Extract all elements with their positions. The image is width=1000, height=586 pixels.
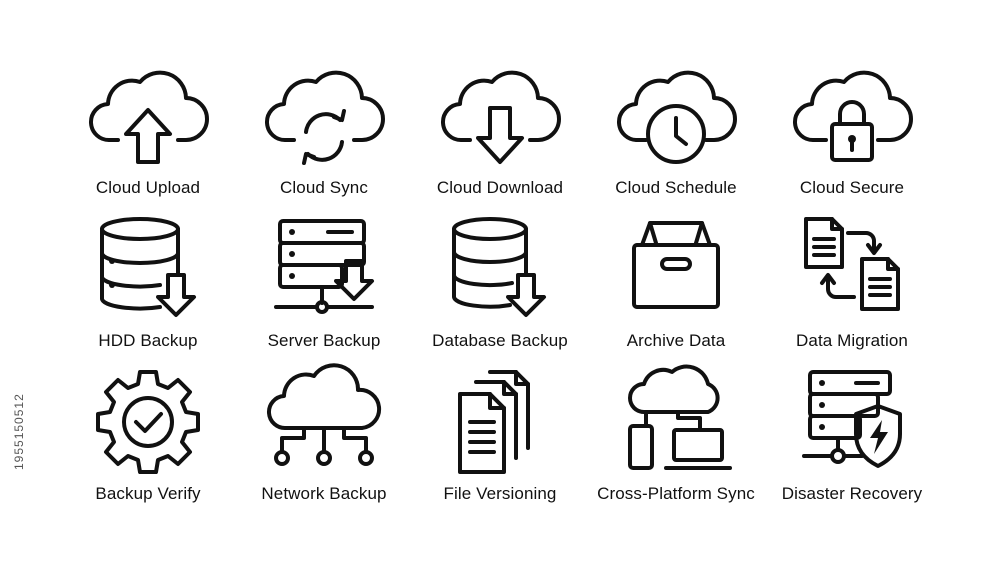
icon-tile-file-versioning: File Versioning — [412, 368, 588, 532]
archive-data-icon — [616, 215, 736, 325]
icon-tile-network-backup: Network Backup — [236, 363, 412, 532]
icon-tile-data-migration: Data Migration — [764, 215, 940, 368]
icon-label: Disaster Recovery — [781, 484, 923, 503]
icon-tile-cloud-sync: Cloud Sync — [236, 62, 412, 215]
icon-label: Cross-Platform Sync — [597, 484, 755, 503]
icon-tile-cloud-secure: Cloud Secure — [764, 62, 940, 215]
icon-tile-cloud-upload: Cloud Upload — [60, 62, 236, 215]
cloud-download-icon — [440, 62, 561, 172]
file-versioning-icon — [440, 368, 560, 478]
cloud-upload-icon — [88, 62, 209, 172]
icon-tile-hdd-backup: HDD Backup — [60, 215, 236, 368]
icon-tile-cloud-download: Cloud Download — [412, 62, 588, 215]
icon-label: Server Backup — [267, 331, 381, 350]
icon-label: Data Migration — [796, 331, 908, 350]
icon-label: Cloud Upload — [95, 178, 201, 197]
icon-label: File Versioning — [443, 484, 557, 503]
icon-tile-cloud-schedule: Cloud Schedule — [588, 62, 764, 215]
icon-tile-database-backup: Database Backup — [412, 215, 588, 368]
network-backup-icon — [264, 363, 384, 478]
icon-label: HDD Backup — [98, 331, 198, 350]
icon-tile-archive-data: Archive Data — [588, 215, 764, 368]
icon-label: Database Backup — [432, 331, 568, 350]
cloud-secure-icon — [792, 62, 913, 172]
server-backup-icon — [264, 215, 384, 325]
icon-grid: Cloud Upload Cloud Sync Cloud Download — [60, 62, 940, 532]
icon-tile-server-backup: Server Backup — [236, 215, 412, 368]
cloud-schedule-icon — [616, 62, 737, 172]
icon-label: Archive Data — [626, 331, 726, 350]
backup-verify-icon — [88, 368, 208, 478]
data-migration-icon — [792, 215, 912, 325]
icon-label: Cloud Schedule — [615, 178, 737, 197]
icon-label: Cloud Sync — [280, 178, 368, 197]
database-backup-icon — [440, 215, 560, 325]
hdd-backup-icon — [88, 215, 208, 325]
icon-label: Backup Verify — [95, 484, 201, 503]
icon-label: Cloud Download — [436, 178, 564, 197]
icon-tile-disaster-recovery: Disaster Recovery — [764, 368, 940, 532]
icon-tile-cross-platform-sync: Cross-Platform Sync — [588, 364, 764, 532]
stock-id-watermark: 1955150512 — [12, 393, 26, 470]
cross-platform-sync-icon — [616, 364, 736, 478]
cloud-sync-icon — [264, 62, 385, 172]
icon-label: Network Backup — [261, 484, 387, 503]
icon-label: Cloud Secure — [799, 178, 905, 197]
disaster-recovery-icon — [792, 368, 912, 478]
icon-tile-backup-verify: Backup Verify — [60, 368, 236, 532]
